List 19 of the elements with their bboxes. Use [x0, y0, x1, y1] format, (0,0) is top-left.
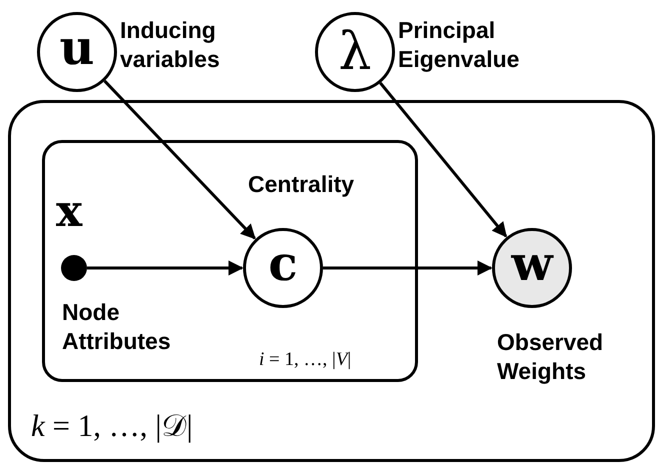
- plate-index: k = 1, …, |𝒟|: [31, 409, 193, 444]
- variable-symbol: w: [511, 240, 553, 288]
- variable-label: Inducing variables: [120, 16, 221, 74]
- variable-label: Centrality: [248, 170, 356, 199]
- arrow: [104, 80, 256, 240]
- variable-symbol: u: [60, 24, 94, 72]
- filled-dot: [61, 255, 87, 281]
- variable-symbol: x: [56, 190, 82, 234]
- variable-label: Observed Weights: [497, 328, 604, 386]
- plate-frame: [8, 100, 655, 462]
- variable-symbol: λ: [338, 26, 372, 78]
- variable-label: Node Attributes: [62, 298, 172, 356]
- variable-label: Principal Eigenvalue: [398, 16, 520, 74]
- arrow: [379, 82, 508, 238]
- plate-frame: [42, 140, 418, 382]
- variable-symbol: c: [268, 240, 298, 288]
- arrow: [323, 260, 492, 276]
- arrow: [87, 260, 244, 276]
- plate-index: i = 1, …, |V|: [259, 350, 352, 371]
